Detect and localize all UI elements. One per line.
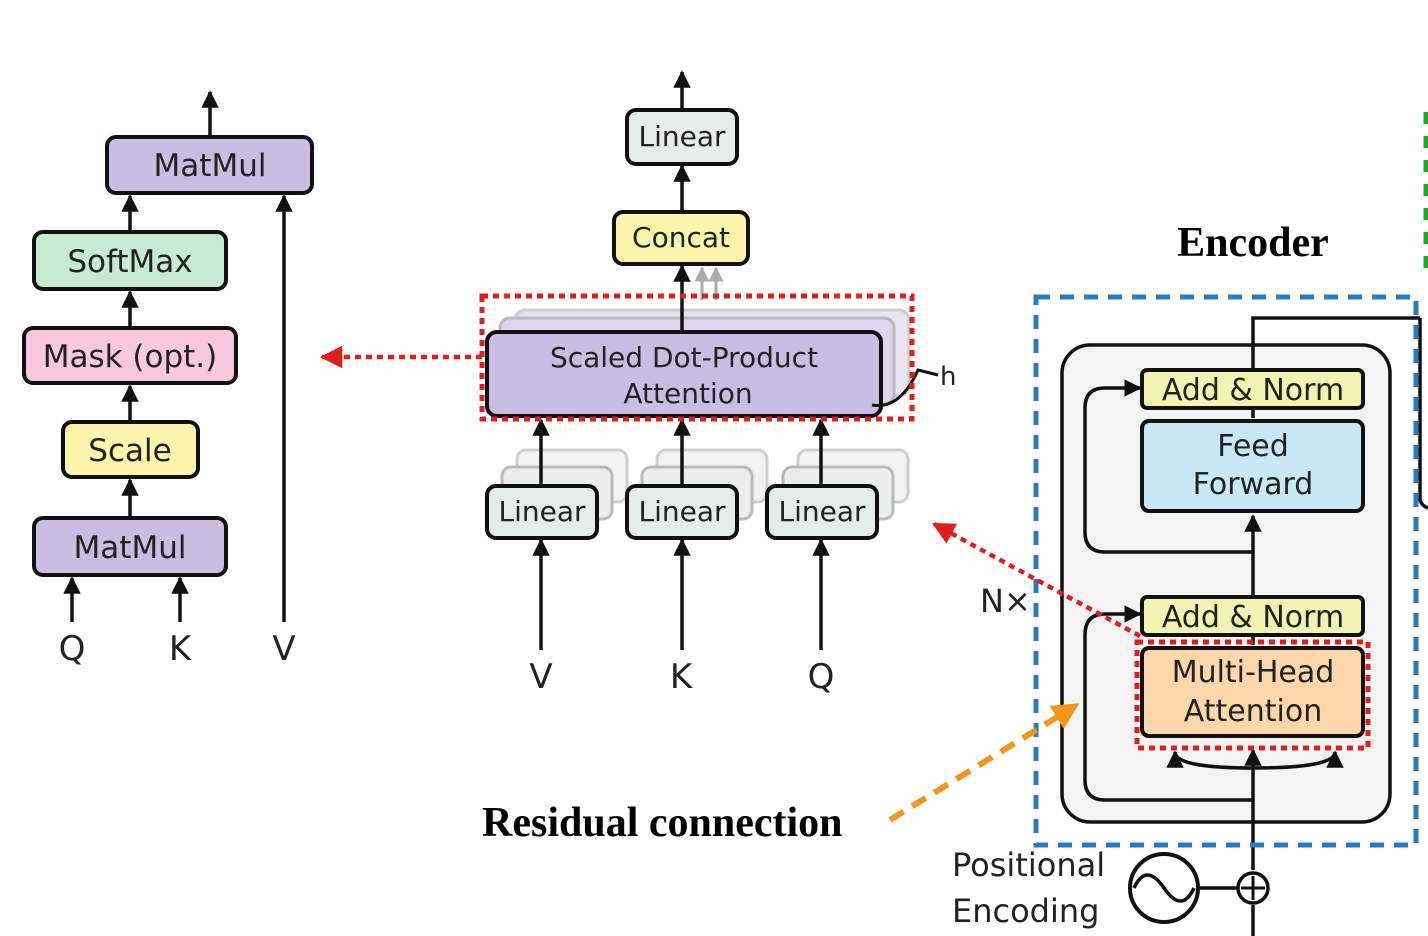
mha-input-right [1252, 750, 1344, 770]
matmul-bottom-label: MatMul [74, 530, 187, 566]
encoder-title: Encoder [1177, 220, 1329, 266]
encoder-highlight-box [1033, 294, 1419, 848]
linear-out-box [625, 108, 739, 166]
mha-highlight-box [1134, 639, 1371, 751]
scale-box [61, 420, 200, 479]
scale-label: Scale [88, 433, 171, 469]
h-label: h [940, 362, 956, 392]
linear-q-label: Linear [778, 495, 866, 528]
sdpa-label-line2: Attention [623, 377, 752, 410]
feed-forward-box [1140, 419, 1365, 513]
sine-wave-icon [1132, 873, 1196, 903]
sdpa-label-line1: Scaled Dot-Product [550, 341, 818, 374]
add-norm-top-box [1140, 368, 1365, 410]
h-bracket [871, 368, 939, 408]
softmax-label: SoftMax [67, 244, 192, 280]
mha-label-1: Multi-Head [1172, 655, 1335, 690]
encoder-block [1060, 316, 1428, 936]
linear-q-box [765, 484, 879, 540]
softmax-box [32, 230, 228, 291]
linear-v-label: Linear [498, 495, 586, 528]
sdpa-diagram [63, 90, 293, 622]
linear-out-label: Linear [638, 120, 726, 153]
add-norm-top-label: Add & Norm [1162, 373, 1344, 408]
mha-q-label: Q [808, 657, 835, 697]
multi-head-attention-box [1140, 646, 1365, 738]
concat-box [612, 210, 750, 266]
linear-v-box [485, 484, 599, 540]
mha-label-2: Attention [1184, 694, 1322, 729]
mha-diagram [485, 70, 939, 650]
sdpa-box [485, 330, 883, 418]
sdpa-v-label: V [272, 629, 295, 669]
encoder-output-line [1251, 316, 1420, 370]
linear-k-label: Linear [638, 495, 726, 528]
encoder-output-line-right [1418, 318, 1428, 510]
add-norm-bottom-label: Add & Norm [1162, 600, 1344, 635]
mask-box [22, 326, 238, 385]
sdpa-k-label: K [169, 629, 193, 669]
residual-1-path [1083, 605, 1253, 802]
mha-v-label: V [529, 657, 552, 697]
sdpa-highlight-box [479, 293, 915, 422]
matmul-top-box [105, 135, 314, 195]
pe-label-2: Encoding [952, 892, 1099, 930]
residual-annotation-arrow [888, 703, 1080, 823]
mha-input-left [1166, 750, 1254, 770]
linear-k-box [625, 484, 739, 540]
sdpa-boxes [22, 135, 314, 577]
concat-label: Concat [632, 221, 730, 254]
residual-connection-label: Residual connection [482, 800, 843, 846]
matmul-top-label: MatMul [154, 148, 267, 184]
residual-2-path [1083, 379, 1253, 554]
feed-forward-label-1: Feed [1217, 429, 1289, 464]
sdpa-q-label: Q [59, 629, 86, 669]
mha-k-label: K [670, 657, 694, 697]
feed-forward-label-2: Forward [1193, 467, 1314, 502]
mask-label: Mask (opt.) [43, 339, 218, 375]
add-norm-bottom-box [1140, 595, 1365, 637]
nx-label: N× [980, 582, 1031, 620]
matmul-bottom-box [32, 516, 228, 577]
pe-label-1: Positional [952, 846, 1105, 884]
